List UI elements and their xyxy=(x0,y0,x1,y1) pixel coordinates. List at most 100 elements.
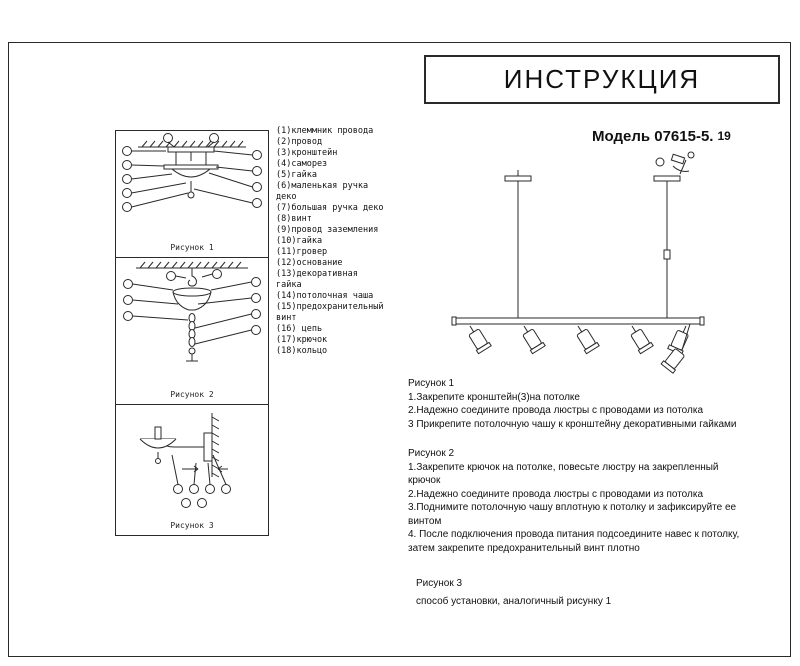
callout-circle xyxy=(251,325,261,335)
parts-list-item: (18)кольцо xyxy=(276,346,328,356)
instruction-step: 2.Надежно соедините провода люстры с про… xyxy=(408,405,704,416)
parts-list-item: (2)провод xyxy=(276,137,323,147)
figure-3-section: Рисунок 3 xyxy=(116,405,268,535)
callout-circle xyxy=(123,279,133,289)
parts-list: (1)клеммник провода (2)провод (3)кронште… xyxy=(276,126,385,357)
parts-list-item: (12)основание xyxy=(276,258,343,268)
callout-circle xyxy=(252,182,262,192)
page-title: ИНСТРУКЦИЯ xyxy=(503,64,701,94)
model-suffix: 19 xyxy=(717,129,731,143)
ceiling-hatch xyxy=(139,261,242,269)
callout-circle xyxy=(166,271,176,281)
instruction-step: 3 Прикрепите потолочную чашу к кронштейн… xyxy=(408,418,737,430)
callout-circle xyxy=(173,484,183,494)
callout-circle xyxy=(252,198,262,208)
spotlight-head xyxy=(576,325,600,355)
instruction-step: способ установки, аналогичный рисунку 1 xyxy=(416,595,612,607)
spotlight-detail xyxy=(660,348,685,374)
parts-list-item: (14)потолочная чаша xyxy=(276,291,374,301)
callout-circle xyxy=(181,498,191,508)
callout-circle xyxy=(252,150,262,160)
figures-box: Рисунок 1 xyxy=(115,130,269,536)
callout-circle xyxy=(122,202,132,212)
parts-list-item: (7)большая ручка деко xyxy=(276,203,384,213)
callout-circle xyxy=(197,498,207,508)
figure-1-section: Рисунок 1 xyxy=(116,131,268,258)
spotlight-head xyxy=(522,325,546,355)
instruction-heading: Рисунок 1 xyxy=(408,378,455,389)
wall-hatch xyxy=(211,416,220,478)
parts-list-item: (5)гайка xyxy=(276,170,317,180)
callout-circle xyxy=(122,146,132,156)
instructions: Рисунок 1 1.Закрепите кронштейн(3)на пот… xyxy=(408,377,743,608)
chandelier-drawing xyxy=(428,150,743,383)
instruction-step: 4. После подключения провода питания под… xyxy=(408,529,740,554)
callout-circle xyxy=(122,174,132,184)
figure1-diagram xyxy=(122,133,262,212)
parts-list-item: (15)предохранительный винт xyxy=(276,302,384,323)
model-label: Модель 07615-5.19 xyxy=(592,128,731,145)
instruction-step: 2.Надежно соедините провода люстры с про… xyxy=(408,488,704,500)
chain-link xyxy=(188,337,196,347)
callout-circle xyxy=(251,293,261,303)
light-bar xyxy=(454,317,702,325)
instruction-step: 1.Закрепите крючок на потолке, повесьте … xyxy=(408,461,719,487)
mounting-bracket xyxy=(167,146,215,153)
ceiling-cup xyxy=(171,168,211,178)
ceiling-plate xyxy=(653,175,681,182)
callout-circle xyxy=(122,160,132,170)
figure2-diagram xyxy=(123,261,261,362)
parts-list-item: (11)гровер xyxy=(276,247,328,257)
parts-list-item: (13)декоративная гайка xyxy=(276,269,358,290)
canopy-rim xyxy=(172,287,212,297)
parts-list-item: (3)кронштейн xyxy=(276,148,338,158)
ceiling-hook xyxy=(187,268,197,287)
rod-connector xyxy=(663,249,671,260)
spotlight-head xyxy=(630,325,654,355)
candle xyxy=(154,426,162,440)
sconce-bowl xyxy=(139,438,177,449)
callout-circle xyxy=(252,166,262,176)
spotlight-head xyxy=(468,325,492,355)
parts-list-item: (9)провод заземления xyxy=(276,225,379,235)
figure-1-label: Рисунок 1 xyxy=(170,243,214,252)
model-number: Модель 07615-5. xyxy=(592,128,714,145)
instruction-heading: Рисунок 3 xyxy=(416,578,463,589)
parts-list-item: (1)клеммник провода xyxy=(276,126,374,136)
figure-2-section: Рисунок 2 xyxy=(116,258,268,405)
callout-circle xyxy=(221,484,231,494)
mount-detail xyxy=(655,151,695,175)
callout-circle xyxy=(123,311,133,321)
callout-circle xyxy=(212,269,222,279)
parts-list-item: (17)крючок xyxy=(276,335,328,345)
callout-circle xyxy=(251,277,261,287)
parts-list-item: (10)гайка xyxy=(276,236,323,246)
instruction-step: 3.Поднимите потолочную чашу вплотную к п… xyxy=(408,502,737,527)
callout-circle xyxy=(122,188,132,198)
parts-list-item: (4)саморез xyxy=(276,159,328,169)
parts-list-item: (6)маленькая ручка деко xyxy=(276,181,369,202)
page-border xyxy=(8,42,791,657)
finial xyxy=(188,347,196,355)
callout-circle xyxy=(205,484,215,494)
figure-2-label: Рисунок 2 xyxy=(170,390,214,399)
parts-list-item: (16) цепь xyxy=(276,324,323,334)
figure-3-label: Рисунок 3 xyxy=(170,521,214,530)
instruction-section-1: Рисунок 1 1.Закрепите кронштейн(3)на пот… xyxy=(408,377,743,431)
instruction-heading: Рисунок 2 xyxy=(408,448,455,459)
callout-circle xyxy=(251,309,261,319)
callout-circle xyxy=(209,133,219,143)
figure3-diagram xyxy=(139,413,231,508)
parts-list-item: (8)винт xyxy=(276,214,312,224)
base-plate xyxy=(163,164,219,170)
instruction-section-3: Рисунок 3 способ установки, аналогичный … xyxy=(408,577,743,608)
wall-plate xyxy=(203,432,213,462)
title-box: ИНСТРУКЦИЯ xyxy=(424,55,780,104)
callout-circle xyxy=(189,484,199,494)
ceiling-hatch xyxy=(141,140,244,148)
ceiling-plate xyxy=(504,175,532,182)
instruction-step: 1.Закрепите кронштейн(3)на потолке xyxy=(408,391,580,403)
instruction-section-2: Рисунок 2 1.Закрепите крючок на потолке,… xyxy=(408,447,743,555)
callout-circle xyxy=(123,295,133,305)
